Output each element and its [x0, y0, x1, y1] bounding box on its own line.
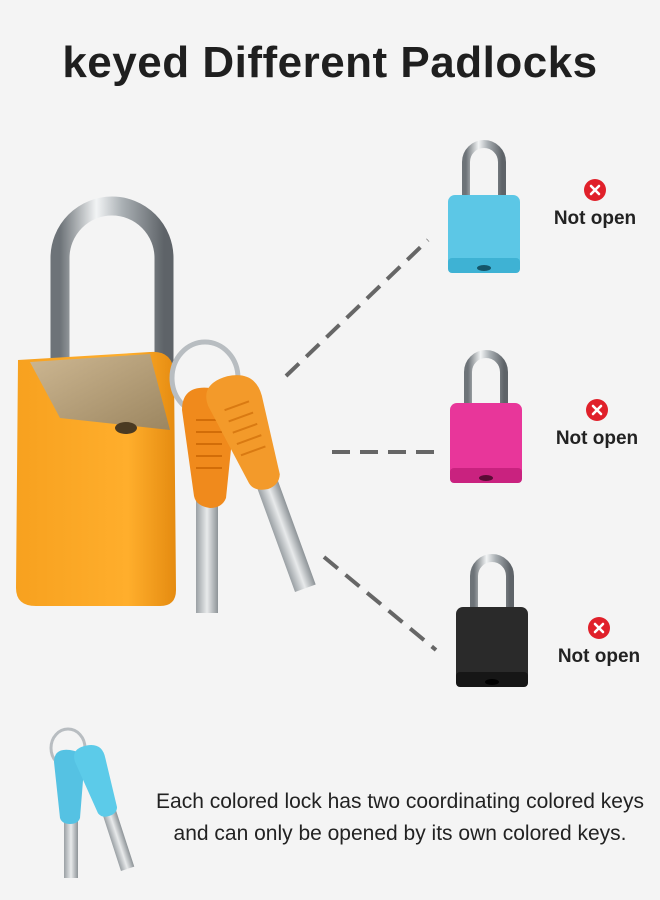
caption-line: and can only be opened by its own colore… — [173, 822, 627, 845]
x-circle-icon — [584, 179, 606, 201]
status-text: Not open — [555, 428, 639, 449]
pink-padlock — [450, 350, 522, 483]
status-text: Not open — [557, 646, 641, 667]
connector-line — [284, 238, 430, 378]
x-circle-icon — [586, 399, 608, 421]
black-lock-status: Not open — [544, 616, 654, 668]
caption: Each colored lock has two coordinating c… — [155, 786, 645, 850]
blue-keys — [49, 727, 135, 878]
x-circle-icon — [588, 617, 610, 639]
caption-line: Each colored lock has two coordinating c… — [156, 790, 644, 813]
orange-padlock — [16, 196, 316, 613]
page-title: keyed Different Padlocks — [62, 38, 598, 87]
black-padlock — [456, 554, 528, 687]
orange-key — [206, 375, 316, 593]
pink-lock-status: Not open — [542, 398, 652, 450]
status-text: Not open — [553, 208, 637, 229]
padlock-shackle — [50, 196, 174, 400]
blue-padlock — [448, 140, 520, 273]
blue-lock-status: Not open — [540, 178, 650, 230]
connector-line — [322, 555, 438, 652]
